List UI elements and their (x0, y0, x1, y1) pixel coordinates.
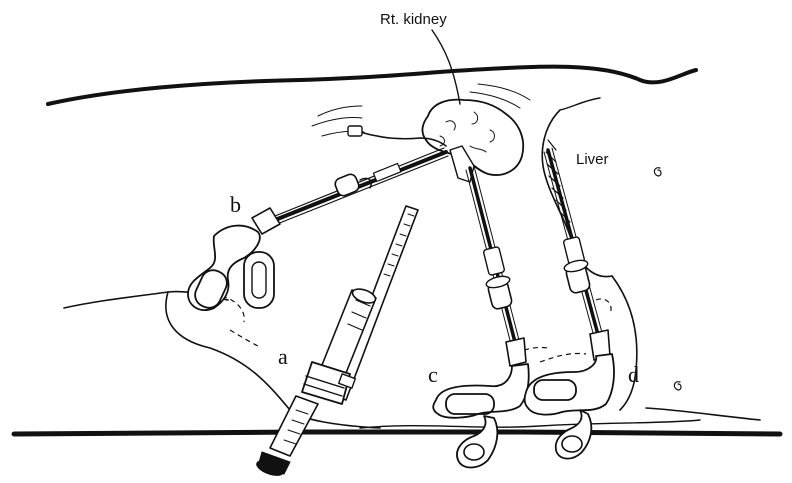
table-surface (14, 432, 780, 434)
instrument-c (433, 166, 529, 468)
label-liver: Liver (576, 151, 609, 168)
label-kidney: Rt. kidney (380, 11, 447, 28)
ureter-clip (348, 126, 362, 136)
instrument-a (255, 206, 418, 478)
body-outline-right (612, 276, 637, 410)
table-surface-shadow (360, 420, 700, 428)
label-d: d (628, 362, 639, 387)
body-outline-right-lower (646, 408, 760, 420)
fold-d (596, 299, 611, 314)
label-b: b (230, 192, 241, 217)
liver-lobe (560, 98, 600, 110)
label-a: a (278, 344, 288, 369)
skin-mark-upper (654, 168, 661, 176)
skin-mark-lower (674, 382, 681, 390)
instrument-d (525, 148, 614, 459)
kidney-leader-line (432, 30, 460, 104)
label-c: c (428, 362, 438, 387)
